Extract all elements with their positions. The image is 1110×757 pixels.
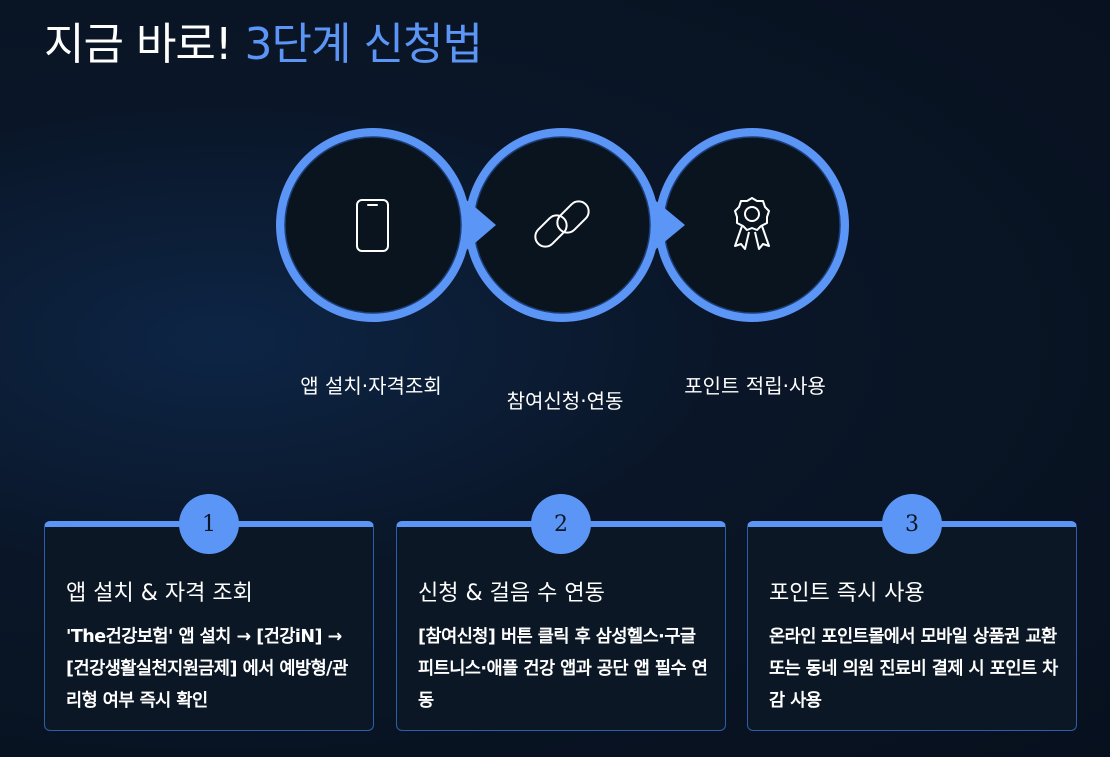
step-circle-2 (465, 128, 685, 322)
step-card-1: 1 앱 설치 & 자격 조회 'The건강보험' 앱 설치 → [건강iN] →… (44, 494, 374, 731)
step-circle-3 (655, 128, 849, 322)
page-title-accent: 3단계 신청법 (244, 19, 483, 70)
card-title: 앱 설치 & 자격 조회 (66, 581, 253, 606)
step-label-1: 앱 설치·자격조회 (300, 374, 442, 398)
step-circle-1 (276, 128, 496, 322)
card-title: 신청 & 걸음 수 연동 (418, 581, 605, 606)
smartphone-icon (356, 199, 389, 252)
card-description: [참여신청] 버튼 클릭 후 삼성헬스·구글 피트니스·애플 건강 앱과 공단 … (418, 627, 708, 711)
page-title-main: 지금 바로! (44, 19, 233, 70)
step-number-badge: 3 (882, 494, 942, 554)
step-number-badge: 2 (531, 494, 591, 554)
card-description: 'The건강보험' 앱 설치 → [건강iN] → [건강생활실천지원금제] 에… (66, 627, 348, 711)
arrow-right-icon (656, 201, 685, 249)
step-circles-graphic (276, 128, 849, 322)
page-title: 지금 바로! 3단계 신청법 (44, 8, 483, 72)
link-icon (534, 200, 590, 248)
step-card-3: 3 포인트 즉시 사용 온라인 포인트몰에서 모바일 상품권 교환 또는 동네 … (747, 494, 1077, 731)
card-title: 포인트 즉시 사용 (769, 581, 925, 606)
step-label-3: 포인트 적립·사용 (684, 374, 826, 398)
card-description: 온라인 포인트몰에서 모바일 상품권 교환 또는 동네 의원 진료비 결제 시 … (769, 627, 1058, 711)
arrow-right-icon (468, 201, 496, 249)
step-card-2: 2 신청 & 걸음 수 연동 [참여신청] 버튼 클릭 후 삼성헬스·구글 피트… (396, 494, 726, 731)
step-label-2: 참여신청·연동 (506, 389, 624, 413)
step-number-badge: 1 (179, 494, 239, 554)
step-circles (268, 121, 858, 331)
award-badge-icon (734, 197, 770, 250)
